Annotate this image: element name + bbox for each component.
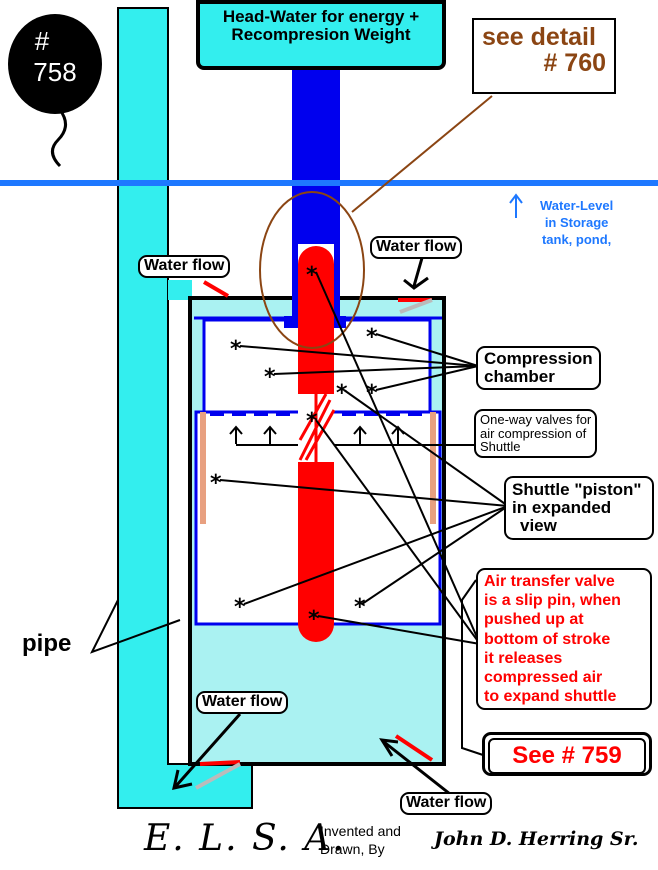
shuttle-line2: in expanded — [512, 497, 612, 517]
svg-text:*: * — [308, 607, 320, 632]
svg-text:*: * — [234, 595, 246, 620]
water-level-label: Water-Level in Storage tank, pond, — [540, 198, 613, 249]
oneway-line1: One-way valves for — [480, 412, 592, 427]
svg-text:*: * — [264, 365, 276, 390]
water-flow-label-1: Water flow — [138, 255, 231, 278]
air-transfer-label: Air transfer valve is a slip pin, when p… — [476, 568, 652, 711]
water-level-line3: tank, pond, — [541, 231, 612, 247]
svg-text:*: * — [306, 409, 318, 434]
flow-arrows — [172, 257, 451, 796]
flow-flaps — [195, 280, 434, 790]
detail-ellipse — [259, 191, 365, 349]
shuttle-line1: Shuttle "piston" — [512, 480, 642, 499]
footer-invented: Invented and Drawn, By — [320, 822, 401, 858]
compression-line1: Compression — [484, 349, 593, 368]
svg-text:*: * — [306, 263, 318, 288]
detail-box: see detail # 760 — [472, 18, 616, 94]
headwater-line2: Recompresion Weight — [231, 24, 411, 44]
badge-line2: 758 — [33, 57, 77, 87]
oneway-label: One-way valves for air compression of Sh… — [474, 409, 598, 458]
water-flow-label-3: Water flow — [196, 691, 289, 714]
oneway-line3: Shuttle — [480, 439, 521, 455]
badge-758: # 758 — [8, 14, 102, 114]
footer-author: John D. Herring Sr. — [434, 828, 639, 850]
asterisks: * * * * * * * * * * * — [210, 263, 378, 632]
pipe-inlet — [168, 280, 192, 300]
footer-elsa: E. L. S. A. — [144, 818, 346, 859]
water-flow-label-4: Water flow — [400, 792, 493, 815]
detail-line1: see detail — [482, 23, 596, 51]
shuttle-label: Shuttle "piston" in expanded view — [504, 476, 654, 540]
water-level-line — [0, 180, 658, 186]
see-759-inner: See # 759 — [488, 738, 646, 774]
air-transfer-line-5: it releases — [484, 649, 563, 667]
leader-lines — [89, 271, 509, 757]
compression-label: Compression chamber — [476, 346, 601, 390]
svg-text:*: * — [230, 337, 242, 362]
see-759-label: See # 759 — [482, 732, 652, 776]
svg-text:*: * — [366, 381, 378, 406]
air-transfer-line-3: pushed up at — [484, 611, 584, 629]
badge-line1: # — [34, 26, 50, 56]
water-flow-label-2: Water flow — [370, 236, 463, 259]
compression-line2: chamber — [484, 366, 555, 386]
svg-text:*: * — [354, 595, 366, 620]
svg-text:*: * — [210, 471, 222, 496]
water-level-line1: Water-Level — [540, 198, 614, 213]
oneway-line2: air compression of — [480, 425, 587, 441]
shuttle-line3: view — [520, 515, 557, 535]
air-transfer-line-7: to expand shuttle — [484, 688, 617, 706]
footer-invented-line2: Drawn, By — [320, 841, 385, 858]
svg-text:*: * — [336, 381, 348, 406]
air-transfer-line-2: is a slip pin, when — [484, 592, 621, 610]
pipe-label: pipe — [22, 630, 72, 657]
air-transfer-line-1: Air transfer valve — [484, 573, 615, 590]
headwater-box: Head-Water for energy + Recompresion Wei… — [196, 0, 446, 70]
water-level-line2: in Storage — [544, 214, 609, 230]
air-transfer-line-6: compressed air — [484, 668, 603, 686]
detail-line2: # 760 — [543, 49, 606, 78]
headwater-line1: Head-Water for energy + — [222, 7, 420, 26]
svg-text:*: * — [366, 325, 378, 350]
air-transfer-line-4: bottom of stroke — [484, 630, 611, 648]
footer-invented-line1: Invented and — [320, 823, 401, 839]
